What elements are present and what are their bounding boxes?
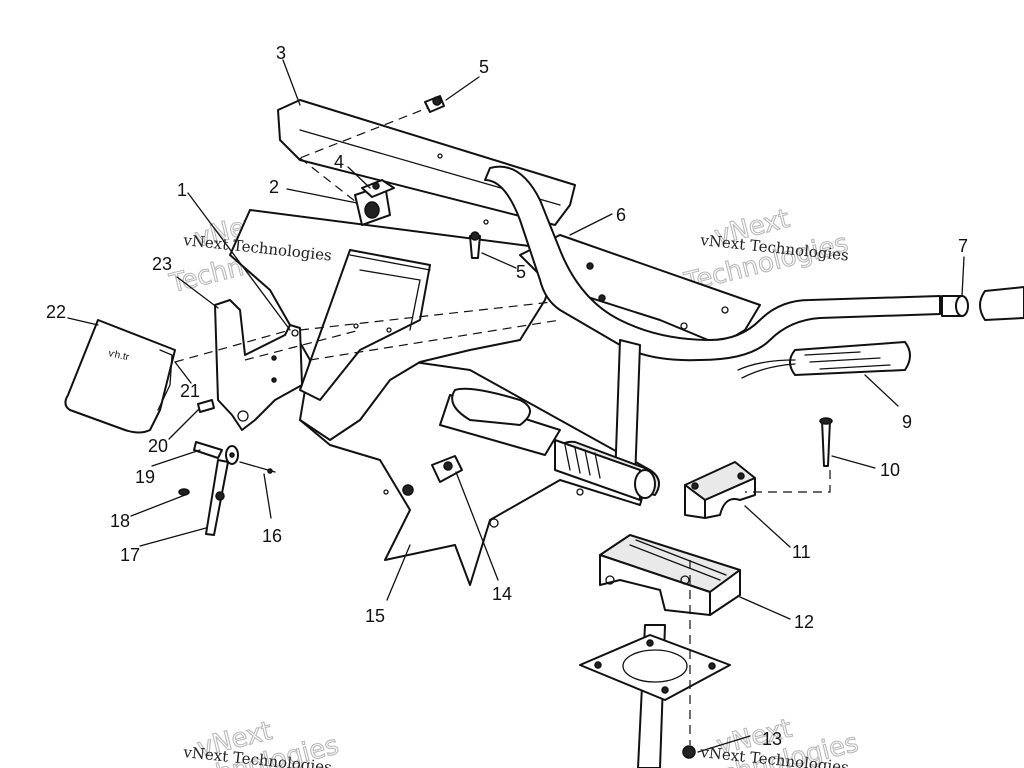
callout-4: 3 <box>276 43 286 63</box>
callout-15: 15 <box>365 606 385 626</box>
callout-9: 9 <box>902 412 912 432</box>
callout-5-middle: 5 <box>516 262 526 282</box>
callout-14: 14 <box>492 584 512 604</box>
bolt-part-5-middle <box>469 231 481 259</box>
nut-part-13 <box>682 745 696 759</box>
plate-marking-text: ѵh.tr <box>107 348 130 363</box>
lower-clamp-part-12 <box>599 534 741 616</box>
callout-2: 2 <box>269 177 279 197</box>
clip-part-21 <box>225 445 239 465</box>
callout-6: 6 <box>616 205 626 225</box>
screw-part-20 <box>197 399 215 413</box>
rod-part-17 <box>205 459 229 536</box>
pin-part-19 <box>193 441 223 459</box>
callout-13: 13 <box>762 729 782 749</box>
callout-5-top: 5 <box>479 57 489 77</box>
washer-part-18 <box>178 488 190 496</box>
grip-part-9 <box>737 341 911 379</box>
callout-12: 12 <box>794 612 814 632</box>
callout-1: 1 <box>177 180 187 200</box>
callout-16: 16 <box>262 526 282 546</box>
spacer-part-14 <box>431 455 463 483</box>
callout-17: 17 <box>120 545 140 565</box>
handlebar <box>484 165 941 362</box>
callout-11: 11 <box>792 542 811 562</box>
callout-23: 23 <box>152 254 172 274</box>
steering-column <box>554 339 666 768</box>
bracket-part-23 <box>214 299 303 431</box>
callout-3: 4 <box>334 152 344 172</box>
front-cover-part-15 <box>299 359 651 586</box>
base-plate <box>579 634 731 701</box>
callout-10: 10 <box>880 460 900 480</box>
end-cap-part-7 <box>941 286 1024 321</box>
cotter-part-16 <box>239 461 276 474</box>
switch-part-2 <box>354 179 395 226</box>
leader-lines <box>67 59 965 753</box>
callout-19: 19 <box>135 467 155 487</box>
bolt-part-5-top <box>424 95 445 113</box>
plate-part-22: ѵh.tr <box>64 319 176 434</box>
callout-labels: 3 5 4 2 1 5 6 7 9 10 11 12 13 14 15 16 1… <box>46 43 968 749</box>
callout-18: 18 <box>110 511 130 531</box>
bolt-part-10 <box>819 417 833 467</box>
callout-20: 20 <box>148 436 168 456</box>
watermark-outline-bottom-left: vNext Technologies <box>171 716 342 768</box>
callout-21: 21 <box>180 381 200 401</box>
callout-22: 22 <box>46 302 66 322</box>
callout-7: 7 <box>958 236 968 256</box>
upper-clamp-part-11 <box>684 461 756 519</box>
